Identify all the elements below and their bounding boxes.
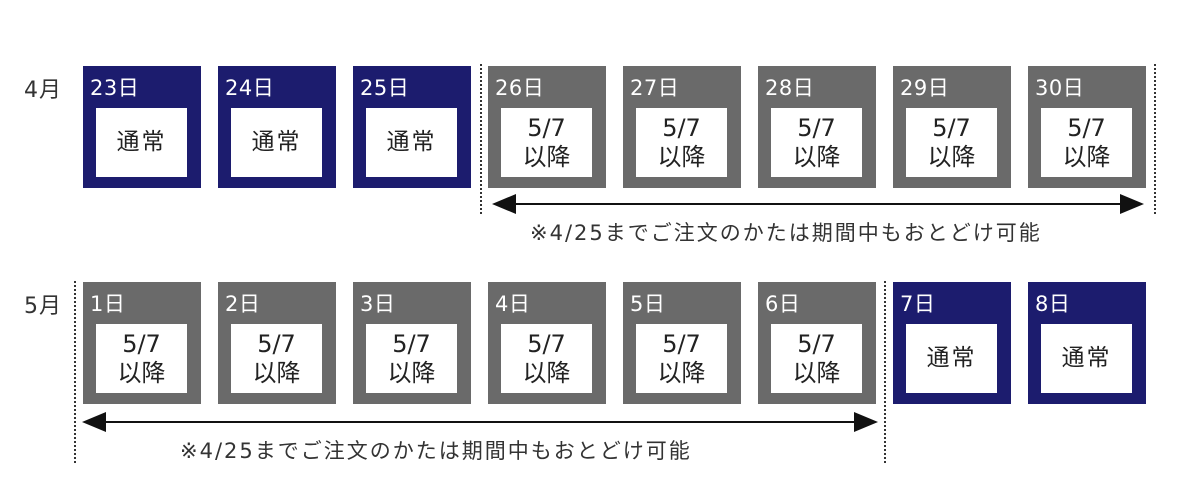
may-period-end-divider — [884, 281, 886, 463]
day-status-text: 通常 — [116, 129, 167, 155]
day-date-label: 6日 — [765, 292, 801, 316]
april-day-1: 23日通常 — [83, 66, 201, 188]
day-status-text: 以降 — [1062, 142, 1111, 171]
day-status-text: 以降 — [387, 358, 436, 387]
day-date-label: 4日 — [495, 292, 531, 316]
day-status-text: 5/7 — [932, 113, 971, 142]
may-day-7: 7日通常 — [893, 282, 1011, 404]
day-status-text: 5/7 — [797, 113, 836, 142]
day-status-text: 5/7 — [797, 329, 836, 358]
day-status-text: 5/7 — [662, 113, 701, 142]
day-status-text: 以降 — [522, 142, 571, 171]
day-status-box: 通常 — [96, 108, 187, 177]
day-date-label: 29日 — [900, 76, 950, 100]
day-status-text: 以降 — [522, 358, 571, 387]
day-status-box: 通常 — [231, 108, 322, 177]
day-status-text: 5/7 — [527, 329, 566, 358]
day-date-label: 25日 — [360, 76, 410, 100]
april-note: ※4/25までご注文のかたは期間中もおとどけ可能 — [530, 221, 1042, 245]
day-status-text: 5/7 — [392, 329, 431, 358]
day-status-box: 通常 — [906, 324, 997, 393]
day-date-label: 23日 — [90, 76, 140, 100]
may-note: ※4/25までご注文のかたは期間中もおとどけ可能 — [180, 439, 692, 463]
day-date-label: 27日 — [630, 76, 680, 100]
day-status-text: 以降 — [252, 358, 301, 387]
day-status-text: 以降 — [792, 358, 841, 387]
day-status-text: 5/7 — [527, 113, 566, 142]
day-status-text: 5/7 — [122, 329, 161, 358]
day-date-label: 2日 — [225, 292, 261, 316]
day-status-text: 通常 — [251, 129, 302, 155]
day-date-label: 30日 — [1035, 76, 1085, 100]
day-date-label: 3日 — [360, 292, 396, 316]
day-status-box: 通常 — [366, 108, 457, 177]
day-status-text: 以降 — [657, 358, 706, 387]
day-date-label: 24日 — [225, 76, 275, 100]
day-date-label: 26日 — [495, 76, 545, 100]
day-date-label: 7日 — [900, 292, 936, 316]
day-status-text: 通常 — [1061, 345, 1112, 371]
day-status-box: 通常 — [1041, 324, 1132, 393]
day-status-text: 以降 — [927, 142, 976, 171]
day-status-text: 以降 — [792, 142, 841, 171]
day-date-label: 1日 — [90, 292, 126, 316]
april-period-end-divider — [1154, 64, 1156, 214]
day-status-text: 5/7 — [1067, 113, 1106, 142]
day-status-text: 通常 — [386, 129, 437, 155]
april-period-start-divider — [480, 64, 482, 214]
april-day-2: 24日通常 — [218, 66, 336, 188]
may-day-8: 8日通常 — [1028, 282, 1146, 404]
day-date-label: 8日 — [1035, 292, 1071, 316]
day-status-text: 以降 — [117, 358, 166, 387]
day-status-text: 通常 — [926, 345, 977, 371]
day-status-text: 5/7 — [257, 329, 296, 358]
day-status-text: 5/7 — [662, 329, 701, 358]
may-month-label: 5月 — [24, 294, 62, 319]
april-month-label: 4月 — [24, 78, 62, 103]
day-date-label: 5日 — [630, 292, 666, 316]
april-day-3: 25日通常 — [353, 66, 471, 188]
day-status-text: 以降 — [657, 142, 706, 171]
may-period-start-divider — [74, 281, 76, 463]
day-date-label: 28日 — [765, 76, 815, 100]
